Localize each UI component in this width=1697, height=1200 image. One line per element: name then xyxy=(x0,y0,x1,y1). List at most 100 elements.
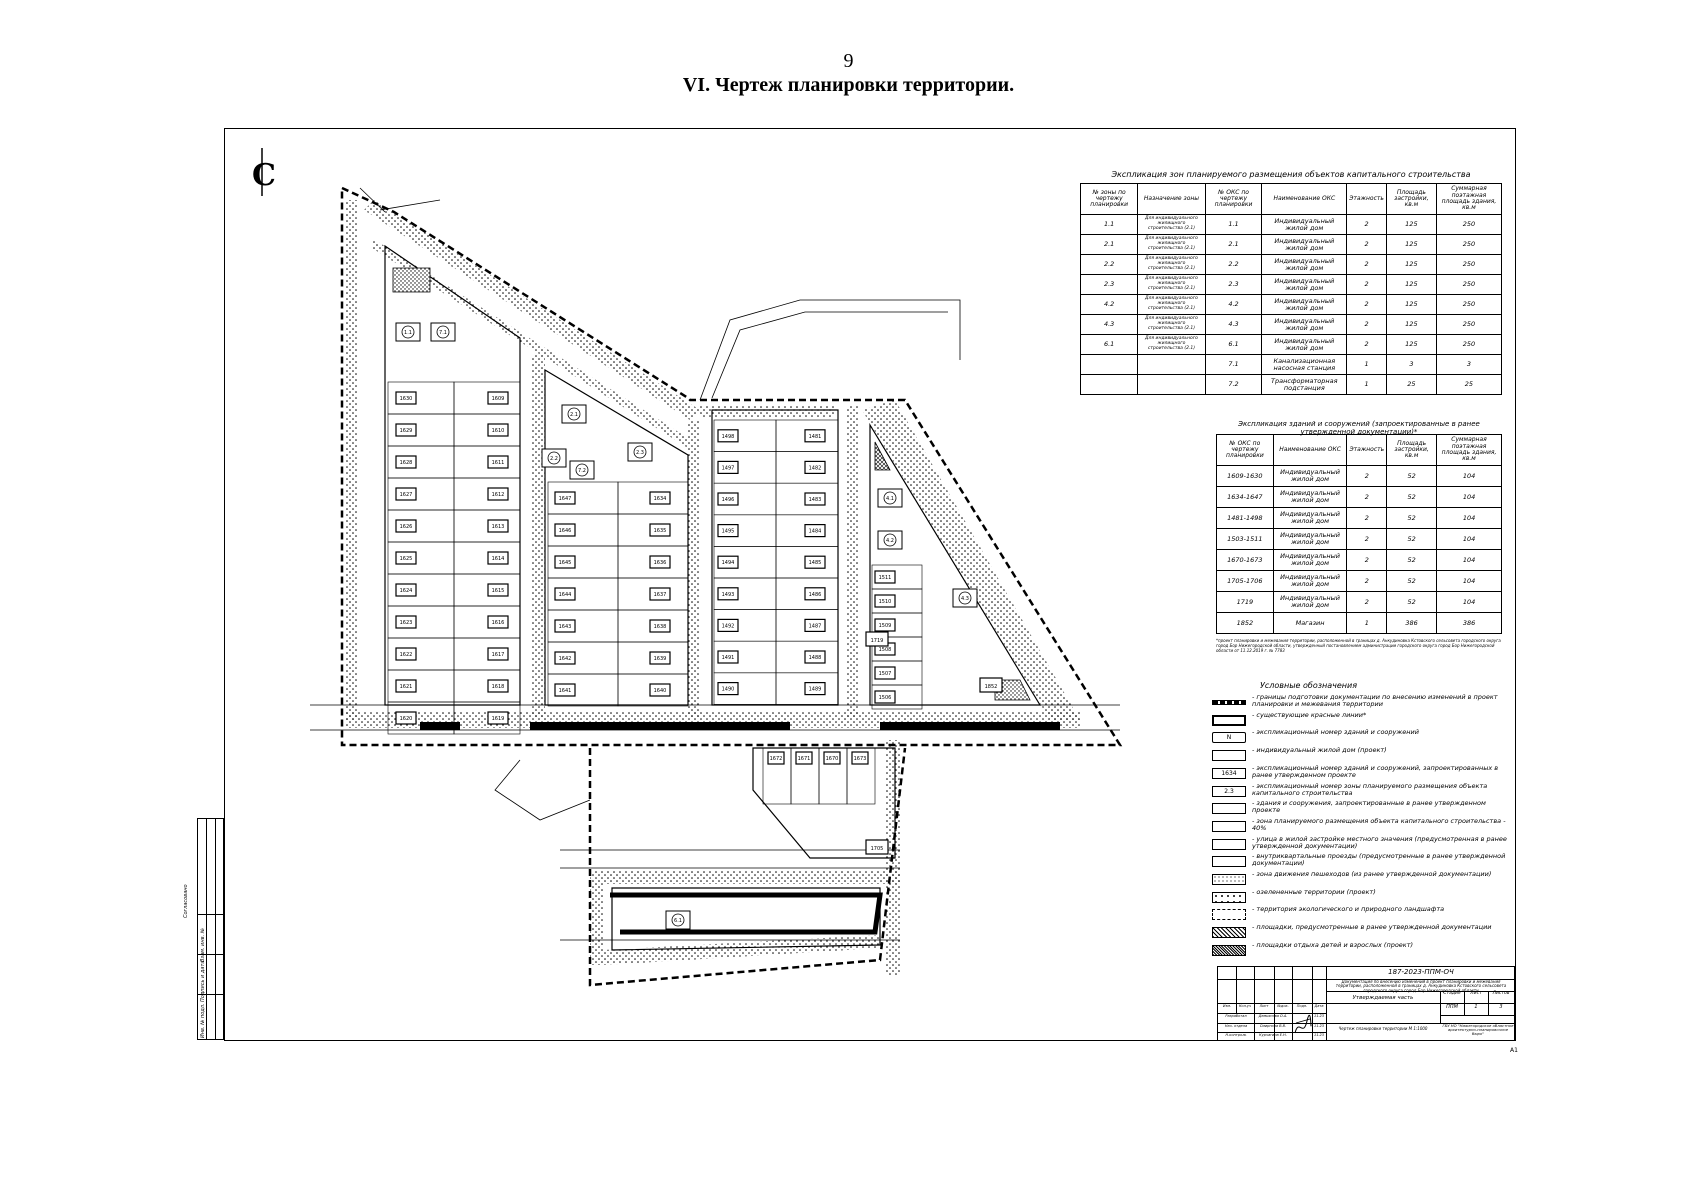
table-cell: 2 xyxy=(1346,570,1388,592)
legend-item: - территория экологического и природного… xyxy=(1212,906,1512,924)
sheet-value: 1 xyxy=(1474,1004,1478,1010)
role: Разработал xyxy=(1225,1014,1247,1018)
table-cell: 3 xyxy=(1385,354,1437,375)
house-icon xyxy=(649,619,671,633)
lot-number: 1491 xyxy=(722,655,735,661)
lot: 1852 xyxy=(979,677,1003,693)
table-cell: 52 xyxy=(1386,507,1438,529)
greenery-areas xyxy=(346,200,1080,975)
buildings-header-cell: Суммарная поэтажная площадь здания, кв.м xyxy=(1436,434,1502,466)
lot-number: 1643 xyxy=(559,624,572,630)
legend-title: Условные обозначения xyxy=(1260,681,1358,690)
table-cell: Индивидуальный жилой дом xyxy=(1261,314,1348,335)
table-cell: 104 xyxy=(1436,486,1502,508)
signature-icon xyxy=(1294,1014,1312,1034)
lot: 1612 xyxy=(453,477,521,511)
house-icon xyxy=(865,839,889,855)
lot: 1634 xyxy=(617,481,689,515)
table-cell: Индивидуальный жилой дом xyxy=(1272,591,1348,613)
lot-number: 1629 xyxy=(400,428,413,434)
zones-header-cell: № зоны по чертежу планировки xyxy=(1079,183,1139,215)
sheets-header: Листов xyxy=(1492,991,1510,996)
col-header: Лист xyxy=(1259,1004,1269,1008)
lot-number: 1494 xyxy=(722,560,735,566)
zone-marker: 4.1 xyxy=(877,488,903,508)
legend-text: - индивидуальный жилой дом (проект) xyxy=(1252,746,1387,755)
lot: 1630 xyxy=(387,381,455,415)
lot: 1617 xyxy=(453,637,521,671)
table-cell: Трансформаторная подстанция xyxy=(1261,374,1348,395)
table-cell: Индивидуальный жилой дом xyxy=(1261,214,1348,235)
lot-number: 1645 xyxy=(559,560,572,566)
house-icon xyxy=(649,491,671,505)
lot: 1673 xyxy=(846,747,876,805)
lot-number: 1509 xyxy=(879,623,892,629)
lot-number: 1609 xyxy=(492,396,505,402)
drawing-frame xyxy=(224,128,1516,1041)
house-icon xyxy=(804,618,826,633)
table-cell: 250 xyxy=(1435,214,1503,235)
legend-item: - существующие красные линии* xyxy=(1212,711,1512,730)
legend-text: - улица в жилой застройке местного значе… xyxy=(1252,834,1507,850)
lot-number: 1705 xyxy=(871,846,884,852)
lot-number: 1647 xyxy=(559,496,572,502)
lot: 1507 xyxy=(871,660,923,686)
page-title: VI. Чертеж планировки территории. xyxy=(682,74,1015,96)
table-cell: Канализационная насосная станция xyxy=(1261,354,1348,375)
table-cell xyxy=(1079,354,1139,375)
house-icon xyxy=(649,651,671,665)
buildings-header-cell: Этажность xyxy=(1346,434,1388,466)
lot: 1635 xyxy=(617,513,689,547)
house-icon xyxy=(804,650,826,664)
house-icon xyxy=(767,751,785,765)
legend-item: - улица в жилой застройке местного значе… xyxy=(1212,834,1512,854)
lot-number: 1637 xyxy=(654,592,667,598)
table-cell: 2.1 xyxy=(1204,234,1263,255)
zone-marker: 6.1 xyxy=(665,910,691,930)
col-header: Кол.уч xyxy=(1238,1004,1252,1008)
lot: 1498 xyxy=(713,419,777,452)
lot: 1629 xyxy=(387,413,455,447)
house-icon xyxy=(395,647,417,661)
project-boundary xyxy=(340,186,1123,987)
table-cell: 2 xyxy=(1346,254,1387,275)
house-icon xyxy=(395,487,417,501)
zones-header-cell: Назначение зоны xyxy=(1137,183,1206,215)
table-cell: 2 xyxy=(1346,591,1388,613)
legend-text: - территория экологического и природного… xyxy=(1252,905,1445,914)
table-cell: 125 xyxy=(1385,214,1437,235)
lot: 1491 xyxy=(713,640,777,674)
house-icon xyxy=(487,551,509,565)
lot-number: 1493 xyxy=(722,592,735,598)
table-cell: 52 xyxy=(1386,486,1438,508)
table-cell: 1670-1673 xyxy=(1216,549,1274,571)
lot-number: 1495 xyxy=(722,529,735,535)
lot-number: 1852 xyxy=(985,684,998,690)
zone-code: 4.2 xyxy=(886,538,894,544)
house-icon xyxy=(487,423,509,437)
legend-swatch xyxy=(1212,820,1246,832)
zone-code: 1.1 xyxy=(404,330,412,336)
table-cell: 2 xyxy=(1346,214,1387,235)
lot: 1626 xyxy=(387,509,455,543)
lot: 1671 xyxy=(790,747,820,805)
house-icon xyxy=(487,391,509,405)
organization: ГБУ НО "Нижегородское областное архитект… xyxy=(1442,1023,1514,1037)
table-cell: Индивидуальный жилой дом xyxy=(1272,465,1348,487)
house-icon xyxy=(717,681,739,696)
table-cell xyxy=(1137,354,1206,375)
legend-item: - зона планируемого размещения объекта к… xyxy=(1212,817,1512,836)
legend-item: - внутриквартальные проезды (предусмотре… xyxy=(1212,853,1512,871)
house-icon xyxy=(717,618,739,633)
side-stamp-label: Инв. № подл. xyxy=(200,1003,206,1039)
lot: 1640 xyxy=(617,673,689,707)
lot-number: 1672 xyxy=(770,756,783,762)
table-cell: 1 xyxy=(1346,612,1388,634)
